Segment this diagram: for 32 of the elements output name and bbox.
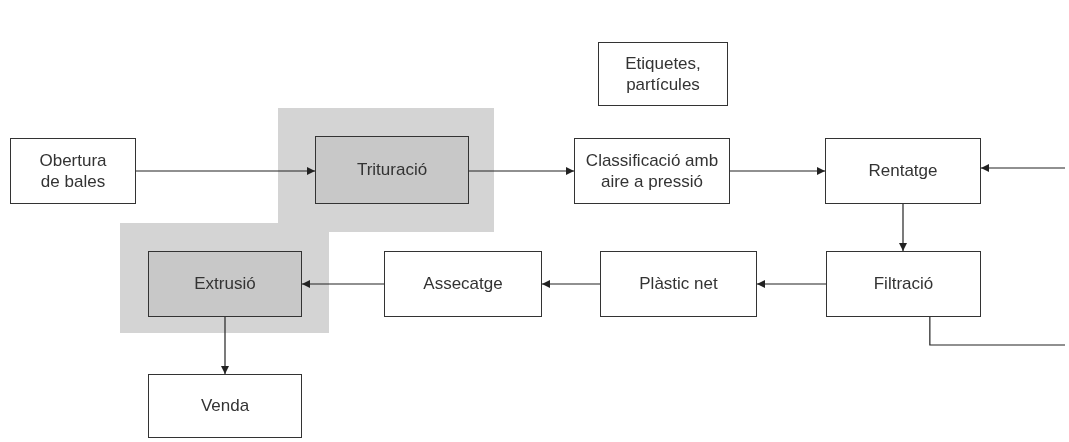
arrow: [221, 316, 229, 375]
box-label: Filtració: [872, 273, 935, 295]
box-label: Extrusió: [193, 273, 257, 295]
arrow: [899, 203, 907, 252]
process-box: [315, 136, 469, 204]
box-label: Plàstic net: [638, 273, 719, 295]
arrow: [980, 164, 1066, 172]
process-box: [148, 251, 302, 317]
process-box: [148, 374, 302, 438]
arrow: [301, 280, 385, 288]
arrow: [729, 167, 826, 175]
highlight-panel: [120, 223, 329, 333]
box-label: Obertura de bales: [38, 149, 108, 193]
box-label: Trituració: [355, 159, 429, 181]
arrow: [135, 167, 316, 175]
box-label: Etiquetes, partícules: [624, 52, 702, 96]
box-label: Classificació amb aire a pressió: [584, 149, 720, 193]
process-box: [384, 251, 542, 317]
arrow: [541, 280, 601, 288]
connector-line: [929, 316, 1066, 346]
box-label: Venda: [199, 395, 251, 417]
process-box: [10, 138, 136, 204]
arrow: [756, 280, 827, 288]
box-label: Assecatge: [422, 273, 504, 295]
highlight-panel: [278, 108, 494, 232]
arrow: [468, 167, 575, 175]
process-box: [826, 251, 981, 317]
box-label: Rentatge: [867, 160, 939, 182]
process-box: [825, 138, 981, 204]
process-box: [598, 42, 728, 106]
process-box: [574, 138, 730, 204]
process-box: [600, 251, 757, 317]
